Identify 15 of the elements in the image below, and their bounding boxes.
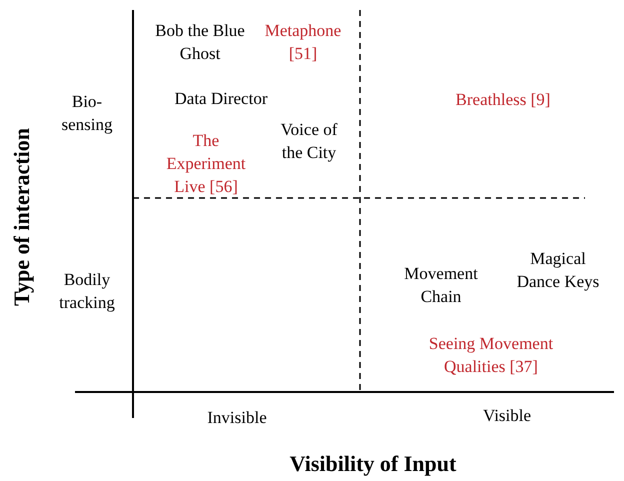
project-label: Bob the Blue Ghost xyxy=(155,20,245,65)
project-label: Movement Chain xyxy=(403,263,479,308)
category-label: Bio-sensing xyxy=(60,91,114,136)
axis-title: Type of interaction xyxy=(9,127,35,308)
category-label: Bodily tracking xyxy=(58,269,116,314)
category-label: Invisible xyxy=(206,407,268,429)
project-label: Magical Dance Keys xyxy=(516,248,600,293)
axis-title: Visibility of Input xyxy=(288,451,458,477)
project-label: Data Director xyxy=(174,88,268,110)
category-label: Visible xyxy=(482,405,532,427)
project-label: Metaphone [51] xyxy=(264,20,342,65)
project-label: Voice of the City xyxy=(280,119,338,164)
project-label: Seeing Movement Qualities [37] xyxy=(428,333,554,378)
project-label: The Experiment Live [56] xyxy=(165,130,247,198)
project-label: Breathless [9] xyxy=(454,89,552,111)
